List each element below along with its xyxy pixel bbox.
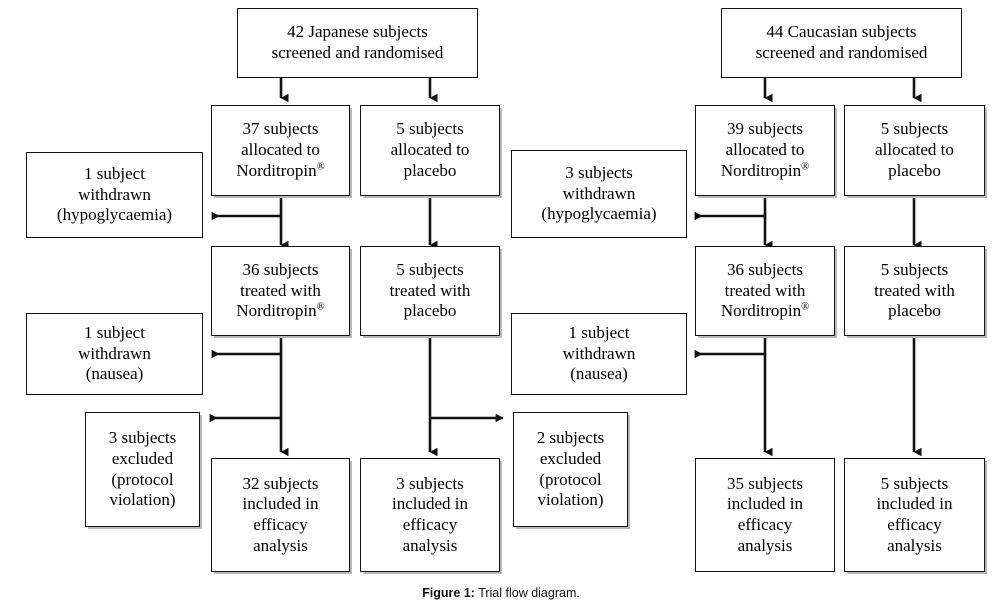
node-jp-alloc-drug-line2: allocated to bbox=[241, 140, 320, 160]
node-ca-alloc-placebo-line3: placebo bbox=[888, 160, 941, 180]
node-ca-included-drug: 35 subjects included in efficacy analysi… bbox=[695, 458, 835, 572]
node-jp-withdrawn-nausea-line2: withdrawn bbox=[78, 343, 151, 363]
figure-caption-label: Figure 1: bbox=[422, 586, 475, 600]
node-jp-excluded-placebo-line2: excluded bbox=[539, 448, 602, 468]
node-jp-excluded-drug: 3 subjects excluded (protocol violation) bbox=[85, 412, 200, 527]
node-jp-treated-placebo-line2: treated with bbox=[389, 280, 471, 300]
node-jp-alloc-drug-line3: Norditropin® bbox=[236, 160, 325, 180]
node-ca-treated-placebo-line1: 5 subjects bbox=[880, 259, 949, 279]
node-ca-alloc-drug: 39 subjects allocated to Norditropin® bbox=[695, 105, 835, 196]
node-ca-withdrawn-hypo-line2: withdrawn bbox=[562, 183, 636, 203]
node-jp-excluded-drug-line3: (protocol bbox=[111, 469, 174, 489]
node-jp-included-drug: 32 subjects included in efficacy analysi… bbox=[211, 458, 350, 572]
node-ca-treated-drug: 36 subjects treated with Norditropin® bbox=[695, 246, 835, 336]
node-jp-treated-placebo-line1: 5 subjects bbox=[396, 259, 464, 279]
node-jp-included-placebo-line3: efficacy bbox=[402, 515, 458, 534]
node-ca-included-drug-line2: included in bbox=[726, 494, 803, 514]
node-jp-alloc-drug-line1: 37 subjects bbox=[242, 119, 319, 139]
node-ca-alloc-drug-line2: allocated to bbox=[725, 140, 805, 160]
node-ca-treated-drug-line1: 36 subjects bbox=[726, 259, 803, 279]
node-ca-withdrawn-nausea-line3: (nausea) bbox=[570, 364, 628, 384]
node-ca-alloc-placebo-line1: 5 subjects bbox=[880, 119, 949, 139]
node-jp-treated-placebo: 5 subjects treated with placebo bbox=[360, 246, 500, 336]
node-ca-withdrawn-hypo-line3: (hypoglycaemia) bbox=[541, 204, 657, 224]
node-jp-alloc-placebo-line1: 5 subjects bbox=[396, 119, 464, 139]
node-jp-included-drug-line2: included in bbox=[242, 494, 319, 514]
registered-trademark-icon: ® bbox=[801, 301, 810, 313]
node-ca-alloc-placebo: 5 subjects allocated to placebo bbox=[844, 105, 985, 196]
node-jp-treated-drug: 36 subjects treated with Norditropin® bbox=[211, 246, 350, 336]
node-jp-treated-placebo-line3: placebo bbox=[403, 301, 457, 321]
node-ca-withdrawn-nausea: 1 subject withdrawn (nausea) bbox=[511, 313, 687, 395]
node-jp-screened-line1: 42 Japanese subjects bbox=[287, 22, 428, 42]
node-ca-screened-line2: screened and randomised bbox=[755, 43, 928, 62]
node-jp-screened-line2: screened and randomised bbox=[271, 43, 444, 62]
registered-trademark-icon: ® bbox=[801, 161, 810, 173]
node-ca-alloc-placebo-line2: allocated to bbox=[875, 140, 954, 160]
node-jp-excluded-placebo-line3: (protocol bbox=[539, 469, 602, 489]
node-jp-excluded-drug-line4: violation) bbox=[109, 490, 176, 510]
node-ca-included-drug-line3: efficacy bbox=[737, 515, 793, 534]
node-jp-treated-drug-line3: Norditropin® bbox=[236, 301, 325, 321]
node-ca-included-drug-line4: analysis bbox=[737, 535, 793, 555]
node-ca-withdrawn-nausea-line2: withdrawn bbox=[562, 343, 636, 363]
registered-trademark-icon: ® bbox=[316, 301, 325, 313]
node-jp-alloc-placebo-line2: allocated to bbox=[390, 140, 470, 160]
node-ca-included-placebo-line4: analysis bbox=[887, 535, 942, 555]
node-jp-included-placebo-line1: 3 subjects bbox=[396, 473, 464, 493]
node-jp-screened: 42 Japanese subjects screened and random… bbox=[237, 8, 478, 78]
node-ca-withdrawn-nausea-line1: 1 subject bbox=[568, 322, 630, 342]
node-jp-treated-drug-line1: 36 subjects bbox=[242, 259, 319, 279]
node-ca-treated-placebo: 5 subjects treated with placebo bbox=[844, 246, 985, 336]
node-jp-withdrawn-hypo-line2: withdrawn bbox=[78, 184, 151, 204]
node-ca-screened: 44 Caucasian subjects screened and rando… bbox=[721, 8, 962, 78]
node-ca-treated-placebo-line3: placebo bbox=[888, 301, 941, 321]
node-ca-treated-drug-line3: Norditropin® bbox=[720, 301, 810, 321]
registered-trademark-icon: ® bbox=[316, 161, 325, 173]
node-ca-treated-placebo-line2: treated with bbox=[874, 280, 955, 300]
node-jp-withdrawn-nausea-line3: (nausea) bbox=[85, 364, 144, 384]
node-jp-treated-drug-line2: treated with bbox=[240, 280, 321, 300]
node-jp-excluded-placebo-line1: 2 subjects bbox=[536, 428, 605, 448]
node-jp-included-drug-line1: 32 subjects bbox=[242, 473, 319, 493]
node-ca-alloc-drug-line3: Norditropin® bbox=[720, 160, 810, 180]
node-jp-excluded-drug-line1: 3 subjects bbox=[108, 428, 177, 448]
node-ca-treated-drug-line2: treated with bbox=[724, 280, 806, 300]
node-jp-included-drug-line3: efficacy bbox=[253, 515, 308, 534]
node-jp-included-placebo-line2: included in bbox=[391, 494, 468, 514]
node-ca-included-placebo: 5 subjects included in efficacy analysis bbox=[844, 458, 985, 572]
node-ca-included-drug-line1: 35 subjects bbox=[726, 473, 804, 493]
node-ca-alloc-drug-line1: 39 subjects bbox=[726, 119, 803, 139]
figure-caption: Figure 1: Trial flow diagram. bbox=[0, 586, 1002, 600]
node-jp-alloc-placebo-line3: placebo bbox=[403, 160, 457, 180]
node-jp-alloc-placebo: 5 subjects allocated to placebo bbox=[360, 105, 500, 196]
figure-caption-text: Trial flow diagram. bbox=[478, 586, 580, 600]
node-ca-screened-line1: 44 Caucasian subjects bbox=[766, 22, 917, 42]
node-ca-included-placebo-line1: 5 subjects bbox=[880, 473, 949, 493]
node-jp-included-placebo-line4: analysis bbox=[402, 535, 458, 555]
node-jp-alloc-drug: 37 subjects allocated to Norditropin® bbox=[211, 105, 350, 196]
node-ca-included-placebo-line2: included in bbox=[876, 494, 953, 514]
node-jp-withdrawn-hypo-line1: 1 subject bbox=[84, 163, 145, 183]
node-jp-withdrawn-nausea-line1: 1 subject bbox=[84, 322, 145, 342]
node-jp-withdrawn-hypo-line3: (hypoglycaemia) bbox=[56, 205, 173, 225]
node-jp-excluded-placebo-line4: violation) bbox=[537, 490, 604, 510]
node-jp-withdrawn-nausea: 1 subject withdrawn (nausea) bbox=[26, 313, 203, 395]
node-ca-withdrawn-hypo: 3 subjects withdrawn (hypoglycaemia) bbox=[511, 150, 687, 238]
node-ca-included-placebo-line3: efficacy bbox=[887, 515, 942, 534]
node-jp-included-drug-line4: analysis bbox=[253, 535, 308, 555]
node-ca-withdrawn-hypo-line1: 3 subjects bbox=[565, 162, 633, 182]
node-jp-excluded-placebo: 2 subjects excluded (protocol violation) bbox=[513, 412, 628, 527]
node-jp-included-placebo: 3 subjects included in efficacy analysis bbox=[360, 458, 500, 572]
node-jp-excluded-drug-line2: excluded bbox=[111, 448, 174, 468]
node-jp-withdrawn-hypo: 1 subject withdrawn (hypoglycaemia) bbox=[26, 152, 203, 238]
